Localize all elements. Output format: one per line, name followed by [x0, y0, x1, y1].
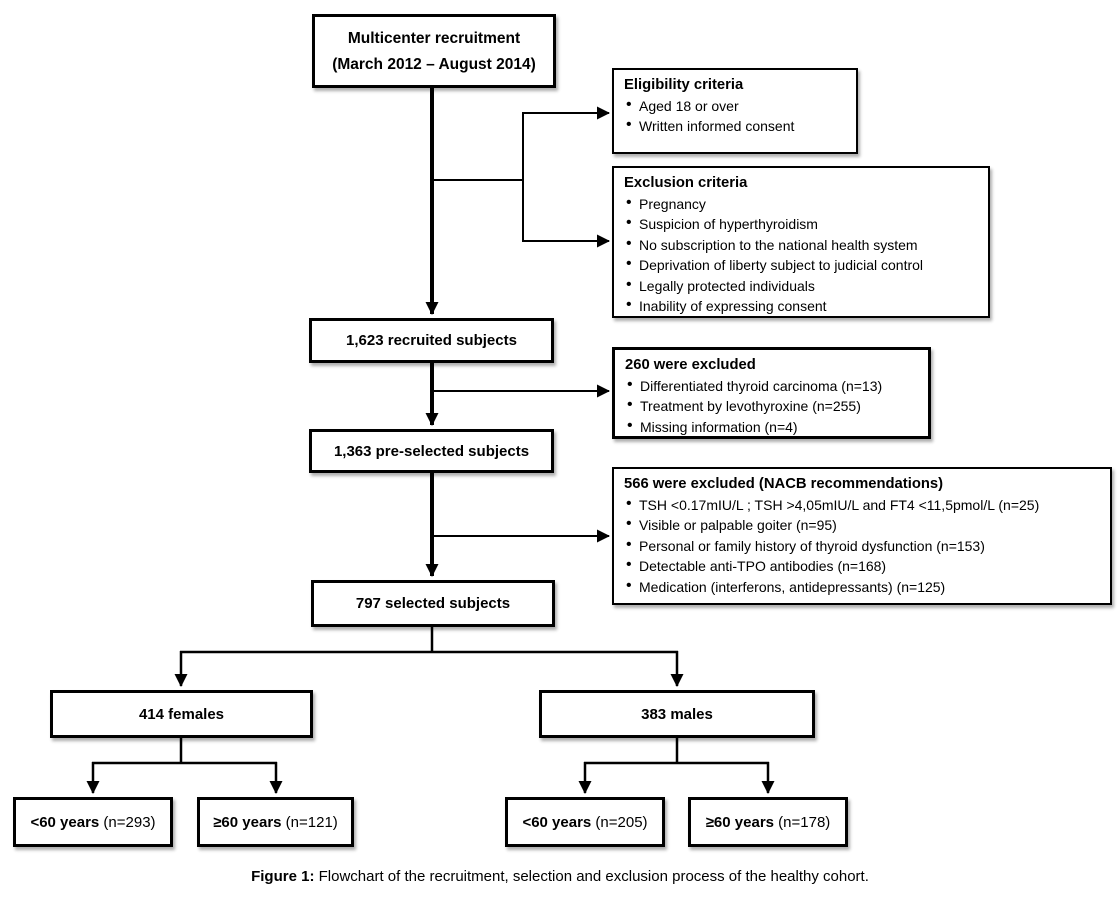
- bullet-item: Differentiated thyroid carcinoma (n=13): [625, 375, 882, 397]
- excluded-260-box: 260 were excluded Differentiated thyroid…: [612, 347, 931, 439]
- preselected-subjects-box: 1,363 pre-selected subjects: [309, 429, 554, 473]
- females-60-plus-count: (n=121): [281, 813, 338, 831]
- preselected-label: 1,363 pre-selected subjects: [333, 442, 530, 460]
- bullet-item: No subscription to the national health s…: [624, 234, 918, 256]
- figure-caption-text: Flowchart of the recruitment, selection …: [314, 868, 869, 885]
- bullet-item: Personal or family history of thyroid dy…: [624, 535, 985, 557]
- bullet-item: Suspicion of hyperthyroidism: [624, 213, 818, 235]
- recruited-subjects-box: 1,623 recruited subjects: [309, 318, 554, 363]
- males-under-60-group: <60 years: [522, 813, 592, 831]
- excluded-260-title: 260 were excluded: [625, 357, 756, 373]
- excluded-566-title: 566 were excluded (NACB recommendations): [624, 476, 944, 492]
- figure-caption-label: Figure 1:: [251, 868, 315, 885]
- females-60-plus-box: ≥60 years (n=121): [197, 797, 354, 847]
- bullet-item: Medication (interferons, antidepressants…: [624, 576, 945, 598]
- bullet-item: Inability of expressing consent: [624, 295, 827, 317]
- males-box: 383 males: [539, 690, 815, 738]
- bullet-item: Aged 18 or over: [624, 95, 739, 117]
- figure-caption: Figure 1: Flowchart of the recruitment, …: [0, 868, 1120, 885]
- exclusion-title: Exclusion criteria: [624, 175, 748, 191]
- bullet-item: Pregnancy: [624, 193, 706, 215]
- eligibility-criteria-box: Eligibility criteria Aged 18 or over Wri…: [612, 68, 858, 154]
- females-under-60-group: <60 years: [30, 813, 100, 831]
- selected-subjects-box: 797 selected subjects: [311, 580, 555, 627]
- recruitment-box: Multicenter recruitment (March 2012 – Au…: [312, 14, 556, 88]
- exclusion-criteria-box: Exclusion criteria Pregnancy Suspicion o…: [612, 166, 990, 318]
- females-under-60-count: (n=293): [99, 813, 156, 831]
- females-60-plus-group: ≥60 years: [213, 813, 282, 831]
- excluded-566-box: 566 were excluded (NACB recommendations)…: [612, 467, 1112, 605]
- bullet-item: Legally protected individuals: [624, 275, 815, 297]
- bullet-item: Treatment by levothyroxine (n=255): [625, 395, 861, 417]
- males-under-60-box: <60 years (n=205): [505, 797, 665, 847]
- bullet-item: TSH <0.17mIU/L ; TSH >4,05mIU/L and FT4 …: [624, 494, 1039, 516]
- males-under-60-count: (n=205): [591, 813, 648, 831]
- females-label: 414 females: [138, 705, 225, 723]
- bullet-item: Missing information (n=4): [625, 416, 798, 438]
- bullet-item: Visible or palpable goiter (n=95): [624, 514, 837, 536]
- males-label: 383 males: [641, 705, 713, 723]
- bullet-item: Written informed consent: [624, 115, 794, 137]
- eligibility-title: Eligibility criteria: [624, 77, 744, 93]
- females-box: 414 females: [50, 690, 313, 738]
- recruited-label: 1,623 recruited subjects: [346, 332, 517, 349]
- selected-label: 797 selected subjects: [355, 595, 511, 612]
- males-60-plus-count: (n=178): [774, 813, 831, 831]
- bullet-item: Deprivation of liberty subject to judici…: [624, 254, 923, 276]
- females-under-60-box: <60 years (n=293): [13, 797, 173, 847]
- bullet-item: Detectable anti-TPO antibodies (n=168): [624, 555, 886, 577]
- males-60-plus-box: ≥60 years (n=178): [688, 797, 848, 847]
- recruitment-line1: Multicenter recruitment: [347, 29, 521, 47]
- recruitment-line2: (March 2012 – August 2014): [332, 55, 536, 73]
- males-60-plus-group: ≥60 years: [705, 813, 774, 831]
